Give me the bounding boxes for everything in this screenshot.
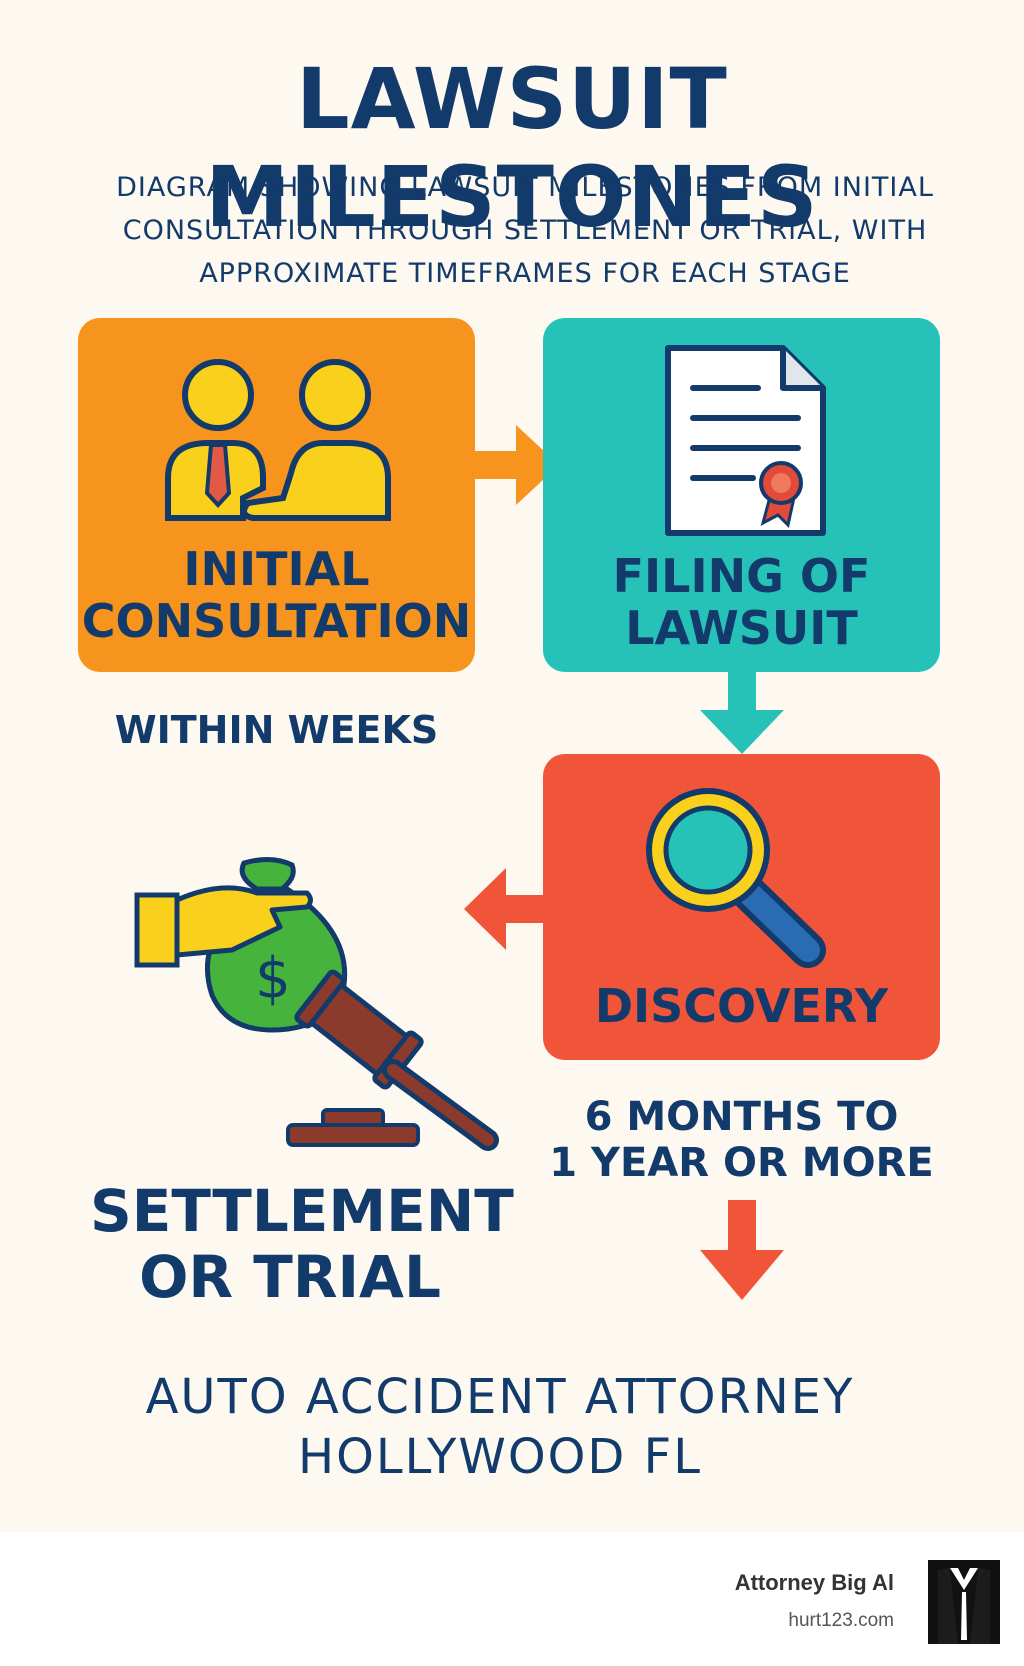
stage-discovery: DISCOVERY bbox=[543, 754, 940, 1060]
stage-filing-label-2: LAWSUIT bbox=[625, 601, 858, 655]
arrow-down-icon bbox=[700, 672, 784, 754]
arrow-left-icon bbox=[464, 868, 546, 950]
gavel-icon bbox=[286, 969, 499, 1151]
arrow-right-icon bbox=[474, 425, 559, 505]
page-title: LAWSUIT MILESTONES bbox=[205, 50, 819, 246]
magnifier-icon bbox=[646, 788, 826, 968]
page-subtitle: DIAGRAM SHOWING LAWSUIT MILESTONES FROM … bbox=[116, 172, 934, 289]
brand-name: Attorney Big Al bbox=[734, 1570, 894, 1595]
money-symbol: $ bbox=[255, 946, 291, 1011]
brand-url: hurt123.com bbox=[788, 1610, 894, 1631]
stage-initial-label-1: INITIAL bbox=[183, 542, 370, 596]
timeframe-initial: WITHIN WEEKS bbox=[114, 708, 439, 752]
handshake-icon bbox=[165, 359, 391, 521]
footer bbox=[0, 1532, 1024, 1666]
arrow-down-red-icon bbox=[700, 1200, 784, 1300]
stage-initial-label-2: CONSULTATION bbox=[81, 594, 472, 648]
timeframe-discovery-2: 1 YEAR OR MORE bbox=[549, 1140, 934, 1186]
stage-filing-label-1: FILING OF bbox=[612, 549, 871, 603]
document-icon bbox=[665, 345, 826, 536]
stage-settlement-label-2: OR TRIAL bbox=[139, 1243, 441, 1311]
firm-line-2: HOLLYWOOD FL bbox=[298, 1429, 702, 1485]
stage-discovery-label: DISCOVERY bbox=[594, 979, 889, 1033]
stage-settlement-label-1: SETTLEMENT bbox=[90, 1177, 514, 1245]
stage-filing-of-lawsuit: FILING OF LAWSUIT bbox=[543, 318, 940, 672]
timeframe-discovery-1: 6 MONTHS TO bbox=[584, 1094, 899, 1140]
stage-initial-consultation: INITIAL CONSULTATION bbox=[78, 318, 475, 672]
firm-line-1: AUTO ACCIDENT ATTORNEY bbox=[145, 1369, 855, 1425]
tuxedo-logo-icon bbox=[928, 1560, 1000, 1644]
